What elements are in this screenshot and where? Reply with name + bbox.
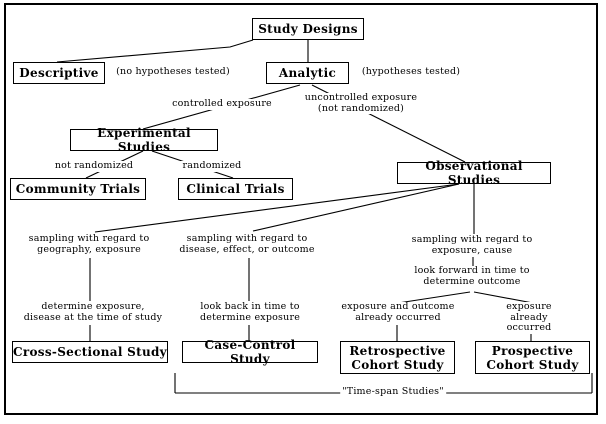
label-hypotheses: (hypotheses tested) <box>359 66 463 78</box>
node-experimental-studies: Experimental Studies <box>70 126 218 154</box>
label-uncontrolled-exposure: uncontrolled exposure (not randomized) <box>302 92 420 114</box>
label-time-span-studies: "Time-span Studies" <box>340 386 446 398</box>
node-prospective-cohort-study: Prospective Cohort Study <box>475 341 590 374</box>
label-sampling-geography: sampling with regard to geography, expos… <box>26 233 152 255</box>
label-determine-exposure: determine exposure, disease at the time … <box>21 301 165 323</box>
node-retrospective-cohort-study: Retrospective Cohort Study <box>340 341 455 374</box>
label-not-randomized: not randomized <box>52 160 136 172</box>
label-no-hypotheses: (no hypotheses tested) <box>114 66 232 78</box>
label-look-back: look back in time to determine exposure <box>197 301 303 323</box>
node-cross-sectional-study: Cross-Sectional Study <box>12 341 168 363</box>
label-controlled-exposure: controlled exposure <box>170 98 274 110</box>
label-randomized: randomized <box>180 160 244 172</box>
node-case-control-study: Case-Control Study <box>182 338 318 366</box>
edge-observational-to-sampling-geography <box>94 183 460 233</box>
label-exposure-already: exposure already occurred <box>490 301 568 334</box>
label-look-forward: look forward in time to determine outcom… <box>412 265 532 287</box>
node-study-designs: Study Designs <box>252 18 364 40</box>
page-border <box>4 3 598 415</box>
edge-look-forward-to-exposure-and-outcome <box>397 291 471 304</box>
node-analytic: Analytic <box>266 62 349 84</box>
node-clinical-trials: Clinical Trials <box>178 178 293 200</box>
node-observational-studies: Observational Studies <box>397 159 551 187</box>
edge-look-forward-to-exposure-already <box>473 291 534 304</box>
node-descriptive: Descriptive <box>13 62 105 84</box>
label-sampling-disease: sampling with regard to disease, effect,… <box>177 233 317 255</box>
node-community-trials: Community Trials <box>10 178 146 200</box>
edge-study-designs-to-descriptive <box>56 39 254 63</box>
edge-observational-to-sampling-disease <box>252 183 460 232</box>
label-sampling-exposure: sampling with regard to exposure, cause <box>409 234 535 256</box>
label-exposure-and-outcome: exposure and outcome already occurred <box>339 301 457 323</box>
